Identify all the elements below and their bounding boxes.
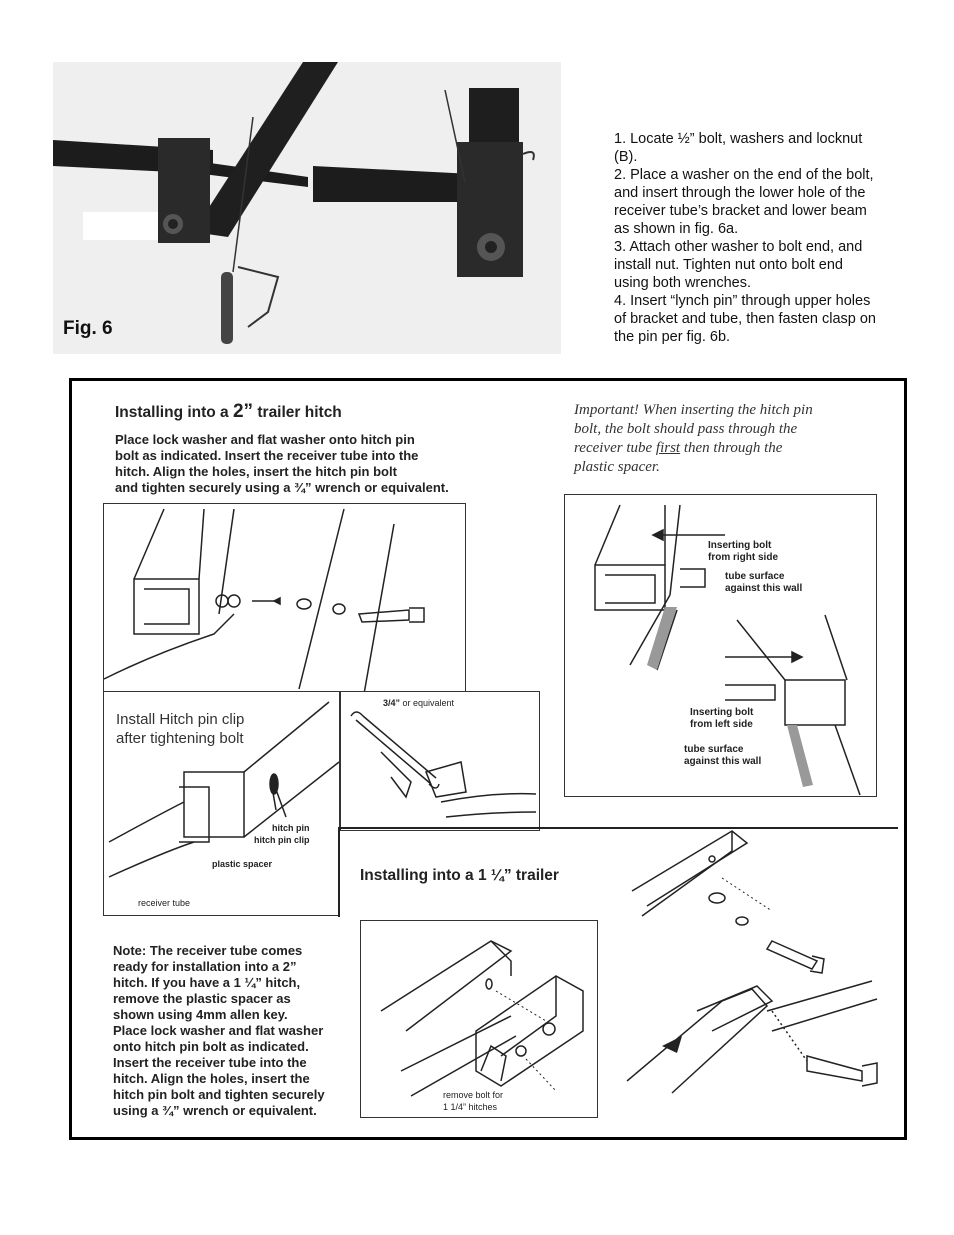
heading-2in-size: 2” (232, 401, 254, 422)
note-114: Note: The receiver tube comes ready for … (113, 943, 353, 1119)
wrench-size: 3/4” (383, 698, 401, 708)
important-line: bolt, the bolt should pass through the (574, 421, 798, 437)
instructions-2in: Place lock washer and flat washer onto h… (115, 432, 515, 496)
note-line: onto hitch pin bolt as indicated. (113, 1039, 309, 1054)
step-3: 3. Attach other washer to bolt end, and … (614, 239, 863, 291)
note-line: Place lock washer and flat washer (113, 1023, 324, 1038)
step-2: 2. Place a washer on the end of the bolt… (614, 167, 874, 237)
figure-label: Fig. 6 (63, 318, 113, 339)
callout-line: tube surface (725, 571, 785, 582)
wrench-label: 3/4” or equivalent (383, 698, 454, 708)
bolt-insertion-drawing (103, 508, 425, 695)
remove-bolt-diagram: remove bolt for 1 1/4” hitches (360, 920, 598, 1118)
emphasis-first: first (655, 440, 681, 456)
fig6-illustration (53, 62, 535, 344)
note-line: hitch pin bolt and tighten securely (113, 1087, 325, 1102)
important-line: Important! When inserting the hitch pin (574, 402, 813, 418)
label-hitch-pin: hitch pin (272, 823, 310, 833)
installation-steps: 1. Locate ½” bolt, washers and locknut (… (614, 130, 876, 346)
callout-inserting-right: Inserting bolt from right side (708, 540, 778, 564)
callout-line: tube surface (684, 744, 744, 755)
step-1: 1. Locate ½” bolt, washers and locknut (… (614, 131, 863, 165)
fig6-photo: Fig. 6 (53, 62, 561, 354)
clip-title-line: Install Hitch pin clip (116, 711, 245, 728)
step-4: 4. Insert “lynch pin” through upper hole… (614, 293, 876, 345)
note-line: remove the plastic spacer as (113, 991, 291, 1006)
note-line: hitch. If you have a 1 ¼” hitch, (113, 975, 301, 990)
heading-114: Installing into a 1 ¼” trailer (360, 867, 559, 884)
bolt-direction-drawing (594, 504, 861, 796)
label-hitch-pin-clip: hitch pin clip (254, 835, 310, 845)
wrench-equivalent: or equivalent (400, 698, 455, 708)
heading-2in-suffix: trailer hitch (253, 404, 342, 421)
clip-title: Install Hitch pin clip after tightening … (116, 710, 244, 748)
instruction-line: hitch. Align the holes, insert the hitch… (115, 464, 397, 479)
bolt-insertion-diagram (103, 503, 466, 695)
wrench-drawing (350, 711, 537, 818)
important-line: receiver tube first then through the (574, 440, 783, 456)
hitch-114-drawing (626, 830, 878, 1094)
callout-line: from left side (690, 719, 753, 730)
section-divider (338, 827, 898, 829)
bolt-direction-diagram: Inserting bolt from right side tube surf… (564, 494, 877, 797)
label-remove-bolt: remove bolt for 1 1/4” hitches (443, 1089, 503, 1113)
callout-tube-surface-2: tube surface against this wall (684, 744, 761, 768)
clip-drawing (108, 701, 340, 878)
section-divider-vertical (338, 827, 340, 917)
instruction-line: Place lock washer and flat washer onto h… (115, 432, 415, 447)
callout-inserting-left: Inserting bolt from left side (690, 707, 753, 731)
instruction-panel: Installing into a 2” trailer hitch Place… (69, 378, 907, 1140)
callout-line: Inserting bolt (690, 707, 754, 718)
instruction-line: and tighten securely using a ¾” wrench o… (115, 480, 449, 495)
hitch-pin-clip-diagram: Install Hitch pin clip after tightening … (103, 691, 340, 916)
heading-2in: Installing into a 2” trailer hitch (115, 401, 342, 423)
instruction-line: bolt as indicated. Insert the receiver t… (115, 448, 419, 463)
clip-title-line: after tightening bolt (116, 730, 244, 747)
heading-2in-prefix: Installing into a (115, 404, 233, 421)
callout-line: against this wall (684, 756, 762, 767)
note-line: Insert the receiver tube into the (113, 1055, 307, 1070)
callout-line: remove bolt for (443, 1090, 504, 1100)
note-line: shown using 4mm allen key. (113, 1007, 288, 1022)
callout-tube-surface-1: tube surface against this wall (725, 571, 802, 595)
label-plastic-spacer: plastic spacer (212, 859, 273, 869)
callout-line: from right side (708, 552, 779, 563)
note-line: hitch. Align the holes, insert the (113, 1071, 310, 1086)
remove-bolt-drawing (380, 940, 584, 1097)
callout-line: Inserting bolt (708, 540, 772, 551)
note-line: using a ¾” wrench or equivalent. (113, 1103, 317, 1118)
callout-line: against this wall (725, 583, 803, 594)
note-line: Note: The receiver tube comes (113, 943, 303, 958)
important-note: Important! When inserting the hitch pin … (574, 401, 874, 477)
callout-line: 1 1/4” hitches (443, 1102, 498, 1112)
note-line: ready for installation into a 2” (113, 959, 297, 974)
label-receiver-tube: receiver tube (138, 898, 191, 908)
wrench-diagram: 3/4” or equivalent (340, 691, 540, 831)
important-line: plastic spacer. (574, 459, 660, 475)
